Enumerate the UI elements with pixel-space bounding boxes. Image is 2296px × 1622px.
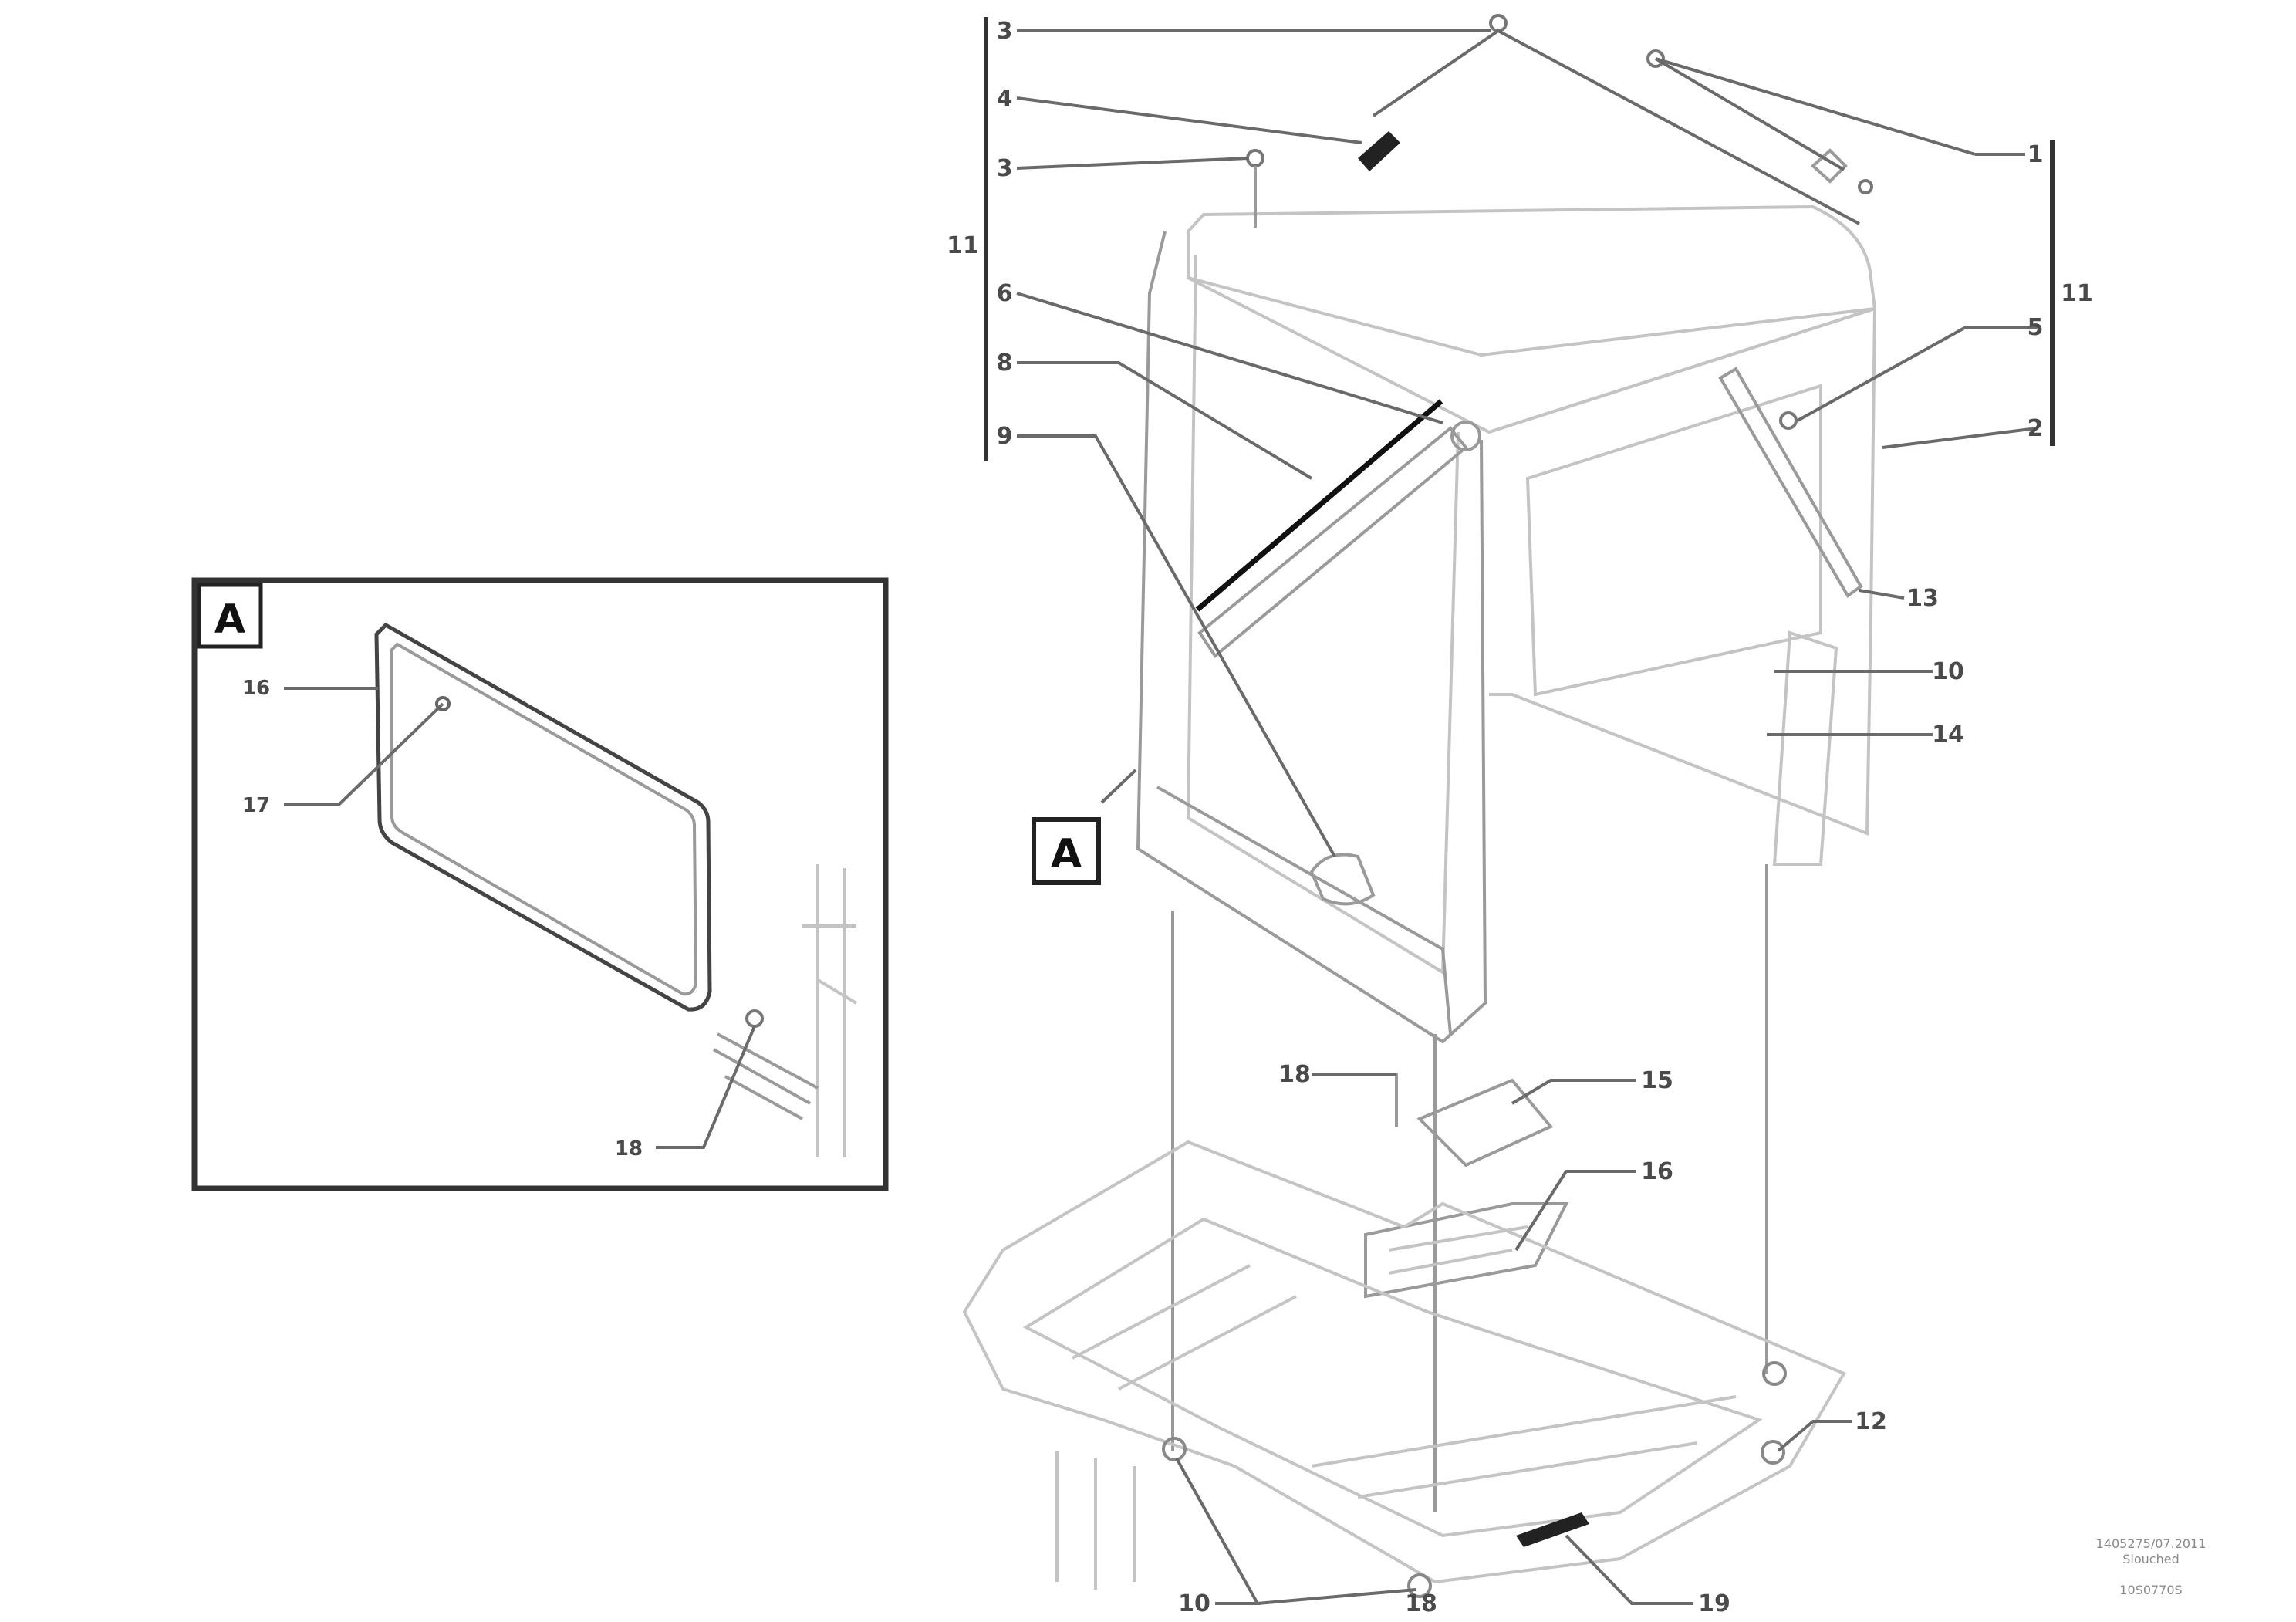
- callout-14-r: 14: [1932, 721, 1964, 748]
- leader-9: [1017, 434, 1336, 857]
- view-a-marker: A: [1051, 831, 1082, 877]
- floor-frame-outer: [962, 1140, 1846, 1584]
- cab-body-front: [1136, 231, 1487, 1044]
- floor-left-legs: [1055, 1451, 1136, 1590]
- callout-15: 15: [1641, 1067, 1673, 1094]
- cab-assembly: A 3 4 3 11 6 8 9 1 11 5 2 13 10 14 15 16…: [947, 14, 2093, 1617]
- roof-bracket: [1811, 148, 1848, 184]
- windscreen-seal: [1195, 399, 1443, 612]
- leader-a-view: [1100, 769, 1137, 804]
- callout-12: 12: [1855, 1408, 1887, 1435]
- cab-side-window: [1525, 384, 1822, 697]
- callout-4: 4: [997, 86, 1013, 113]
- floor-frame-inner: [1022, 1217, 1763, 1538]
- callout-19: 19: [1698, 1590, 1730, 1617]
- pillar-bolt-3: [1246, 149, 1264, 167]
- cab-roof-edge: [1187, 276, 1876, 357]
- leader-2: [1882, 427, 2038, 449]
- detail-callout-17: 17: [242, 794, 270, 817]
- callout-8: 8: [997, 350, 1013, 377]
- detail-callout-16: 16: [242, 677, 270, 700]
- callout-11-left: 11: [947, 232, 979, 259]
- callout-9: 9: [997, 423, 1013, 450]
- corner-fitting: [1450, 421, 1481, 451]
- windscreen-frame: [1197, 426, 1468, 658]
- leader-6: [1016, 292, 1443, 424]
- roof-hatch-part: [1358, 131, 1400, 171]
- clamp-18: [713, 1032, 819, 1120]
- cab-body-front-inner: [1186, 254, 1460, 975]
- detail-callout-18: 18: [615, 1137, 643, 1161]
- callout-2: 2: [2028, 415, 2044, 442]
- floor-mount-right: [1761, 1440, 1785, 1465]
- doc-ref-line2: Slouched: [2122, 1552, 2179, 1566]
- handle-13: [1718, 367, 1863, 598]
- leader-12: [1777, 1420, 1852, 1452]
- callout-10-bot: 10: [1178, 1590, 1210, 1617]
- roof-bolt-3: [1489, 14, 1508, 32]
- side-fitting-5: [1779, 411, 1798, 430]
- window-seal-outer: [374, 622, 712, 1012]
- roof-nut: [1858, 179, 1873, 194]
- leader-roof-spread: [1372, 29, 1976, 225]
- callout-11-right: 11: [2061, 280, 2093, 307]
- cab-frame-fragment: [802, 864, 858, 1157]
- callout-3-top: 3: [997, 18, 1013, 45]
- detail-view-a: A 16 17 18: [191, 577, 889, 1191]
- leader-10-bot: [1175, 1458, 1416, 1605]
- doc-reference: 1405275/07.2011 Slouched 10S0770S: [2096, 1536, 2207, 1597]
- plate-18: [1516, 1512, 1589, 1547]
- leader-5: [1797, 326, 2037, 422]
- floor-mount-left: [1162, 1437, 1187, 1461]
- callout-13: 13: [1906, 585, 1939, 612]
- leader-19: [1565, 1534, 1693, 1605]
- leader-8: [1017, 361, 1313, 480]
- detail-label-box: [197, 583, 263, 649]
- leader-detail-18: [656, 1026, 756, 1149]
- roof-bolt-1: [1646, 49, 1665, 68]
- detail-label: A: [214, 596, 245, 643]
- callout-18-bot: 18: [1405, 1590, 1437, 1617]
- cab-body-side: [1488, 306, 1877, 836]
- callout-10: 10: [1932, 658, 1964, 685]
- mount-9: [1309, 853, 1376, 906]
- detail-frame: [191, 577, 889, 1191]
- callout-6: 6: [997, 280, 1013, 307]
- clip-17: [435, 696, 451, 711]
- cab-lower: [1156, 786, 1452, 1035]
- callout-1: 1: [2028, 141, 2044, 168]
- cab-roof-outline: [1187, 204, 1877, 434]
- floor-mount-front: [1407, 1573, 1432, 1598]
- leader-15: [1511, 1079, 1636, 1105]
- view-a-marker-box: [1032, 817, 1101, 885]
- leader-4: [1016, 96, 1362, 144]
- bracket-15-inner: [1388, 1225, 1528, 1275]
- rear-pillar: [1772, 630, 1838, 866]
- callout-18-mid: 18: [1278, 1061, 1311, 1088]
- doc-ref-line1: 1405275/07.2011: [2096, 1536, 2207, 1551]
- doc-ref-line3: 10S0770S: [2119, 1583, 2182, 1597]
- window-glass: [390, 642, 698, 996]
- leader-3: [1016, 157, 1249, 170]
- callout-16: 16: [1641, 1158, 1673, 1185]
- callout-5: 5: [2028, 314, 2044, 341]
- leader-16: [1514, 1170, 1636, 1252]
- floor-crossmember: [1072, 1264, 1737, 1499]
- leader-13: [1859, 589, 1905, 600]
- panel-14: [1416, 1078, 1554, 1168]
- leader-detail-17: [284, 702, 444, 806]
- callout-3: 3: [997, 155, 1013, 182]
- floor-mount-rear: [1762, 1361, 1787, 1386]
